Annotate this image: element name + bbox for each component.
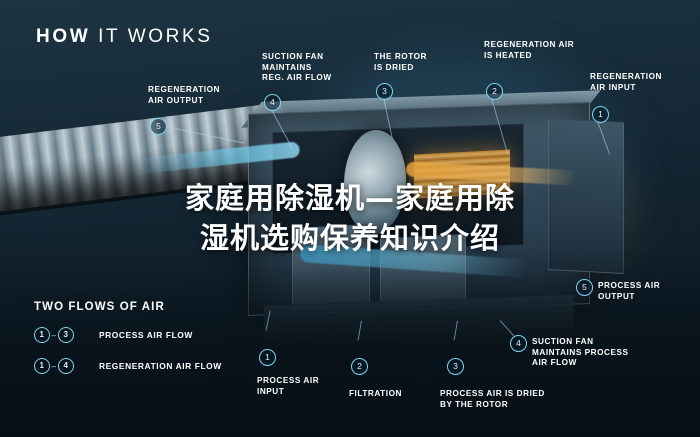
legend-label-process-air-flow: PROCESS AIR FLOW — [98, 330, 193, 340]
legend-circle-3-process: 3 — [58, 327, 74, 343]
overlay-title-line-1: 家庭用除湿机—家庭用除 — [184, 181, 515, 215]
callout-label-filtration: FILTRATION — [349, 389, 402, 398]
callout-label-regeneration-air-output: REGENERATION AIR OUTPUT — [148, 85, 220, 105]
callout-label-suction-fan-process: SUCTION FAN MAINTAINS PROCESS AIR FLOW — [532, 337, 629, 367]
headline-light: IT WORKS — [98, 26, 213, 47]
legend-dash-process: – — [51, 330, 57, 340]
legend-label-regeneration-air-flow: REGENERATION AIR FLOW — [98, 361, 222, 371]
callout-number-3-rotor-dried: 3 — [376, 83, 393, 100]
callout-label-process-air-dried: PROCESS AIR IS DRIED BY THE ROTOR — [440, 389, 545, 409]
callout-label-process-air-output: PROCESS AIR OUTPUT — [598, 281, 661, 301]
callout-number-3-process-dried: 3 — [447, 358, 464, 375]
floor-gradient — [0, 247, 700, 437]
legend-circle-1-process: 1 — [34, 327, 50, 343]
callout-number-1-process-input: 1 — [259, 349, 276, 366]
callout-number-2-air-heated: 2 — [486, 83, 503, 100]
overlay-title-line-2: 湿机选购保养知识介绍 — [199, 221, 500, 255]
legend-circle-1-regeneration: 1 — [34, 358, 50, 374]
legend-row-regeneration-air: 1–4 REGENERATION AIR FLOW — [34, 358, 222, 374]
callout-number-1-air-input: 1 — [592, 106, 609, 123]
legend-title: TWO FLOWS OF AIR — [34, 301, 165, 313]
headline-bold: HOW — [36, 26, 91, 47]
callout-number-4-suction-fan-process: 4 — [510, 335, 527, 352]
callout-label-rotor-dried: THE ROTOR IS DRIED — [374, 52, 428, 72]
callout-label-process-air-input: PROCESS AIR INPUT — [257, 376, 320, 396]
legend-dash-regeneration: – — [51, 361, 57, 371]
callout-number-5-process-output: 5 — [576, 279, 593, 296]
callout-label-regeneration-air-input: REGENERATION AIR INPUT — [590, 72, 662, 92]
callout-number-5-regeneration-output: 5 — [150, 118, 167, 135]
overlay-title: 家庭用除湿机—家庭用除 湿机选购保养知识介绍 — [0, 178, 700, 258]
callout-label-suction-fan-reg: SUCTION FAN MAINTAINS REG. AIR FLOW — [262, 52, 332, 82]
callout-number-2-filtration: 2 — [351, 358, 368, 375]
legend-row-process-air: 1–3 PROCESS AIR FLOW — [34, 327, 193, 343]
callout-label-regeneration-air-heated: REGENERATION AIR IS HEATED — [484, 40, 575, 60]
page-title: HOW IT WORKS — [36, 26, 213, 48]
callout-number-4-suction-fan-reg: 4 — [264, 94, 281, 111]
legend-circle-4-regeneration: 4 — [58, 358, 74, 374]
